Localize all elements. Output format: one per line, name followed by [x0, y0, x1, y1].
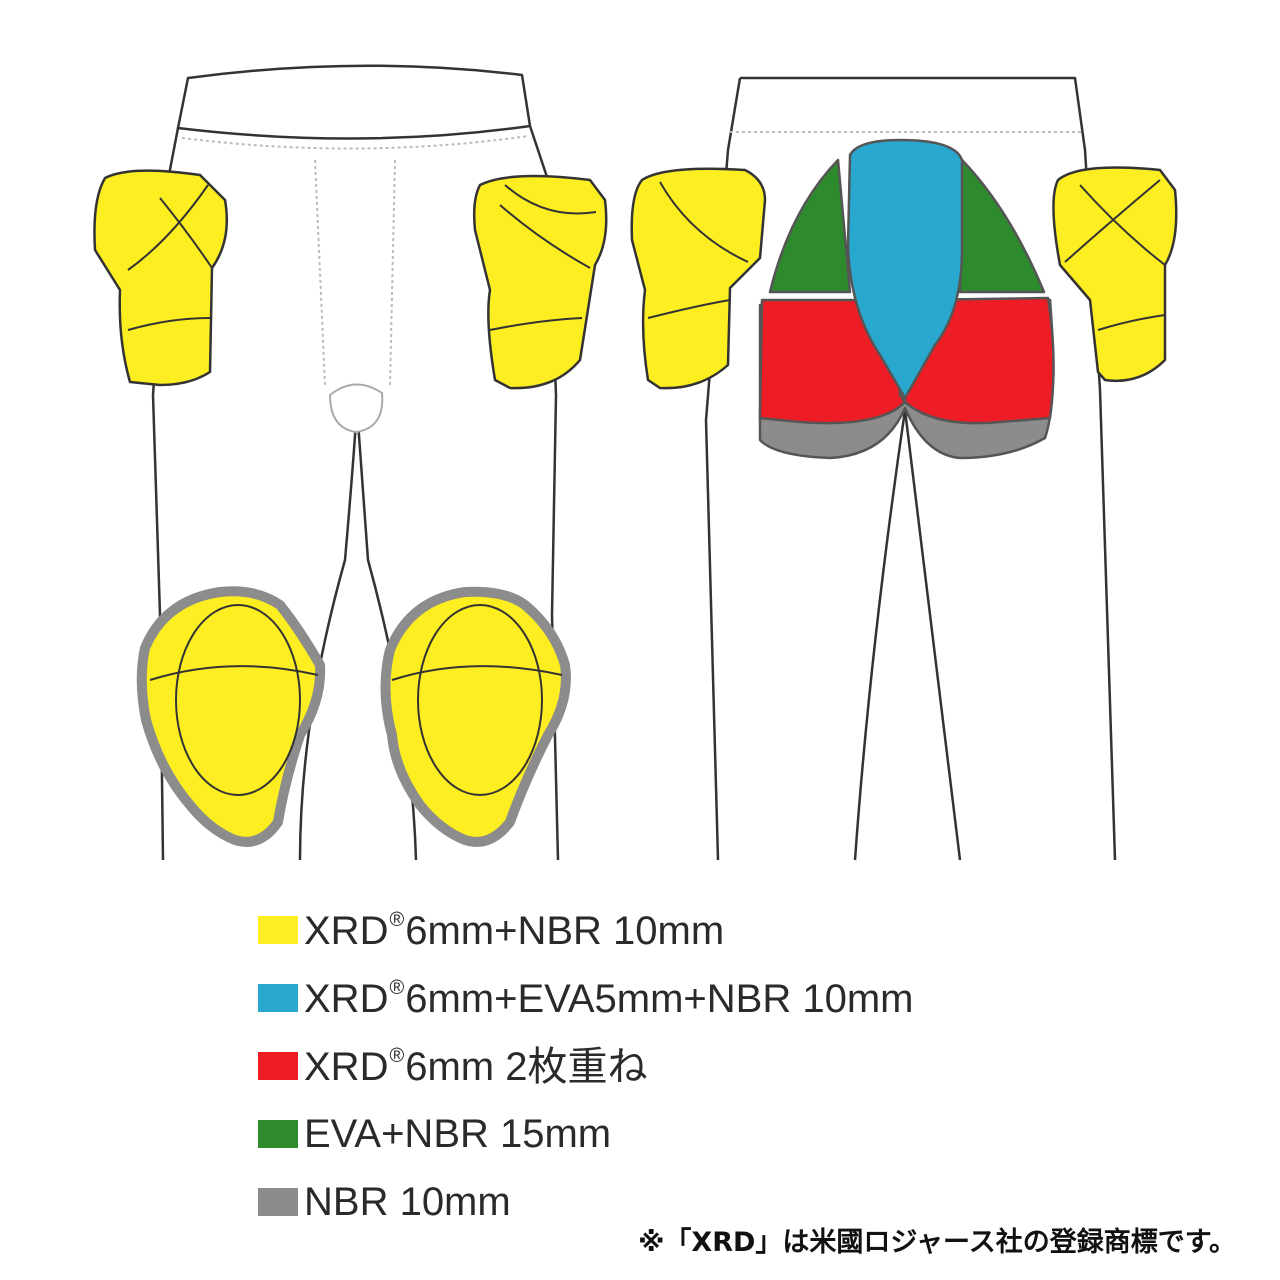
legend-swatch: [258, 916, 298, 944]
knee-pad-left: [136, 586, 326, 847]
legend-label: XRD®6mm+NBR 10mm: [304, 908, 725, 953]
hip-pad-back-right: [1052, 166, 1178, 382]
legend-label: EVA+NBR 15mm: [304, 1112, 612, 1156]
knee-pad-right: [380, 586, 571, 847]
legend-swatch: [258, 1188, 298, 1216]
legend-item-xrd-eva-nbr: XRD®6mm+EVA5mm+NBR 10mm: [258, 964, 913, 1032]
legend-label: NBR 10mm: [304, 1180, 511, 1224]
legend-item-eva-nbr: EVA+NBR 15mm: [258, 1100, 913, 1168]
trademark-footnote: ※「XRD」は米國ロジャース社の登録商標です。: [638, 1227, 1236, 1258]
knee-pads: [136, 586, 571, 847]
green-pad-right: [958, 158, 1046, 294]
front-waistband: [176, 64, 532, 140]
hip-pad-back-left: [630, 167, 767, 390]
legend-item-xrd-double: XRD®6mm 2枚重ね: [258, 1032, 913, 1100]
front-fly: [181, 135, 529, 386]
legend-label: XRD®6mm 2枚重ね: [304, 1044, 648, 1089]
legend-item-nbr: NBR 10mm: [258, 1168, 913, 1236]
hip-pad-front-right: [472, 174, 608, 390]
hip-pad-front-left: [93, 169, 229, 387]
legend-item-xrd-nbr: XRD®6mm+NBR 10mm: [258, 896, 913, 964]
protector-layout-diagram: [93, 64, 1178, 861]
hip-pads: [93, 166, 1178, 390]
legend-label: XRD®6mm+EVA5mm+NBR 10mm: [304, 976, 914, 1021]
legend-swatch: [258, 1120, 298, 1148]
tailbone-pad: [846, 138, 964, 400]
crotch-gusset: [329, 383, 384, 433]
legend-swatch: [258, 984, 298, 1012]
back-center-pads: [758, 138, 1055, 460]
legend-swatch: [258, 1052, 298, 1080]
green-pad-left: [768, 158, 852, 294]
